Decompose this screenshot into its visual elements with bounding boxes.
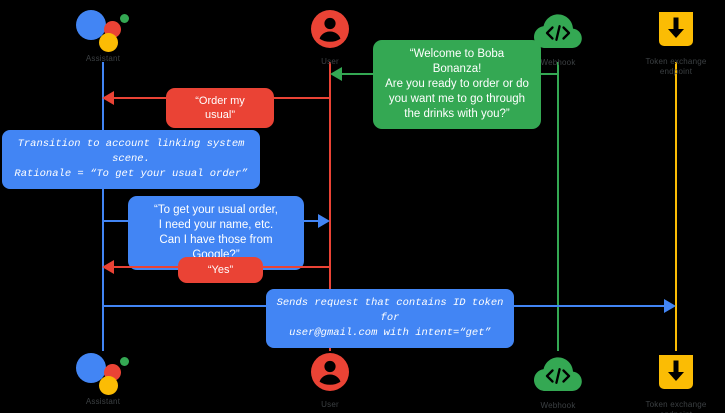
- actor-assistant-bottom: Assistant: [28, 349, 178, 407]
- lifeline-assistant: [102, 62, 104, 351]
- actor-token-endpoint-bottom: Token exchange endpoint: [601, 349, 725, 413]
- actor-label-token-endpoint-bottom: Token exchange endpoint: [645, 400, 707, 413]
- message-bubble-welcome: “Welcome to Boba Bonanza! Are you ready …: [373, 40, 541, 129]
- google-assistant-icon: [28, 349, 178, 395]
- actor-label-assistant-bottom: Assistant: [85, 397, 121, 406]
- actor-user-bottom: User: [255, 349, 405, 410]
- actor-label-assistant-top: Assistant: [85, 54, 121, 63]
- download-box-icon: [601, 9, 725, 55]
- lifeline-user: [329, 62, 331, 351]
- user-avatar-icon: [255, 352, 405, 398]
- actor-user-top: User: [255, 6, 405, 67]
- note-sends-request: Sends request that contains ID token for…: [266, 289, 514, 348]
- actor-label-token-endpoint-top: Token exchange endpoint: [645, 57, 707, 76]
- actor-label-user-top: User: [321, 57, 339, 66]
- actor-label-user-bottom: User: [321, 400, 339, 409]
- actor-label-webhook-top: Webhook: [540, 58, 576, 67]
- arrow-head-need-your-name: [318, 214, 330, 228]
- actor-assistant-top: Assistant: [28, 6, 178, 64]
- user-avatar-icon: [255, 9, 405, 55]
- lifeline-token-exchange-endpoint: [675, 62, 677, 351]
- download-box-icon: [601, 352, 725, 398]
- actor-token-endpoint-top: Token exchange endpoint: [601, 6, 725, 77]
- google-assistant-icon: [28, 6, 178, 52]
- arrow-head-sends-request: [664, 299, 676, 313]
- lifeline-webhook: [557, 62, 559, 351]
- actor-label-webhook-bottom: Webhook: [540, 401, 576, 410]
- note-transition-to-account-linking: Transition to account linking system sce…: [2, 130, 260, 189]
- arrow-head-yes: [102, 260, 114, 274]
- message-bubble-order-my-usual: “Order my usual”: [166, 88, 274, 128]
- arrow-head-welcome: [330, 67, 342, 81]
- message-bubble-yes: “Yes”: [178, 257, 263, 283]
- arrow-head-order-my-usual: [102, 91, 114, 105]
- cloud-code-icon: [483, 10, 633, 56]
- actor-webhook-bottom: Webhook: [483, 349, 633, 411]
- actor-webhook-top: Webhook: [483, 6, 633, 68]
- cloud-code-icon: [483, 353, 633, 399]
